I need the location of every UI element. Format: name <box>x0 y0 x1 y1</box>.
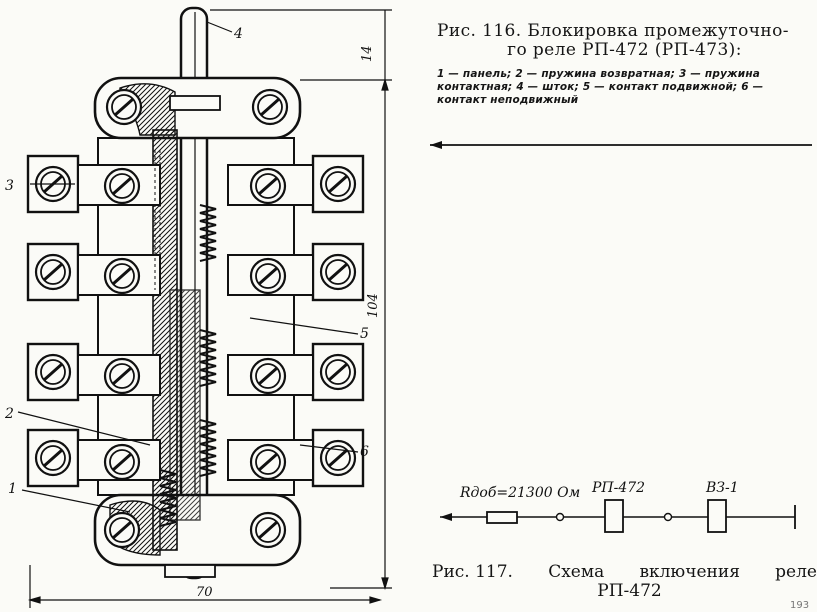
dimension-lines <box>27 9 392 608</box>
label-4: 4 <box>233 26 243 42</box>
label-3: 3 <box>5 178 14 194</box>
terminal-row-2 <box>26 242 365 302</box>
terminal-row-3 <box>26 342 365 402</box>
springs <box>154 150 217 527</box>
arrow-left-icon <box>440 513 452 521</box>
fig117-word2: включения <box>639 562 740 582</box>
label-2: 2 <box>4 406 14 422</box>
label-5: 5 <box>360 326 369 342</box>
fig116-line1: Блокировка промежуточно- <box>527 21 789 41</box>
relay2-label: ВЗ-1 <box>705 480 739 496</box>
fig117-line2: РП-472 <box>597 581 662 601</box>
top-mounting-plate <box>93 76 302 140</box>
circuit-diagram: Rдоб=21300 Ом РП-472 ВЗ-1 <box>440 480 796 533</box>
fig116-line2: го реле РП-472 (РП-473): <box>507 40 742 60</box>
dim-top: 14 <box>360 45 375 62</box>
terminal-row-4 <box>26 428 365 488</box>
relay1-label: РП-472 <box>591 480 645 496</box>
dim-width: 70 <box>196 585 213 600</box>
figure-116-legend: 1 — панель; 2 — пружина возвратная; 3 — … <box>437 68 764 106</box>
dim-height: 104 <box>366 293 381 318</box>
label-6: 6 <box>360 444 369 460</box>
separator-arrow <box>430 141 812 149</box>
fig117-word1: Схема <box>548 562 605 582</box>
figure-116-caption: Рис. 116. Блокировка промежуточно- го ре… <box>437 22 812 60</box>
fig116-prefix: Рис. 116. <box>437 21 522 41</box>
terminal-row-1 <box>26 154 365 214</box>
resistor <box>486 511 518 524</box>
leader-lines <box>17 21 359 513</box>
fig117-prefix: Рис. 117. <box>432 562 513 582</box>
relay-rp472 <box>604 499 624 533</box>
fig117-word3: реле <box>775 562 817 582</box>
relay-vz1 <box>707 499 727 533</box>
page-number: 193 <box>790 600 810 611</box>
bottom-mounting-plate <box>93 493 302 578</box>
resistor-label: Rдоб=21300 Ом <box>459 485 580 501</box>
label-1: 1 <box>8 481 17 497</box>
figure-117-caption: Рис. 117. Схема включения реле РП-472 <box>432 563 817 601</box>
